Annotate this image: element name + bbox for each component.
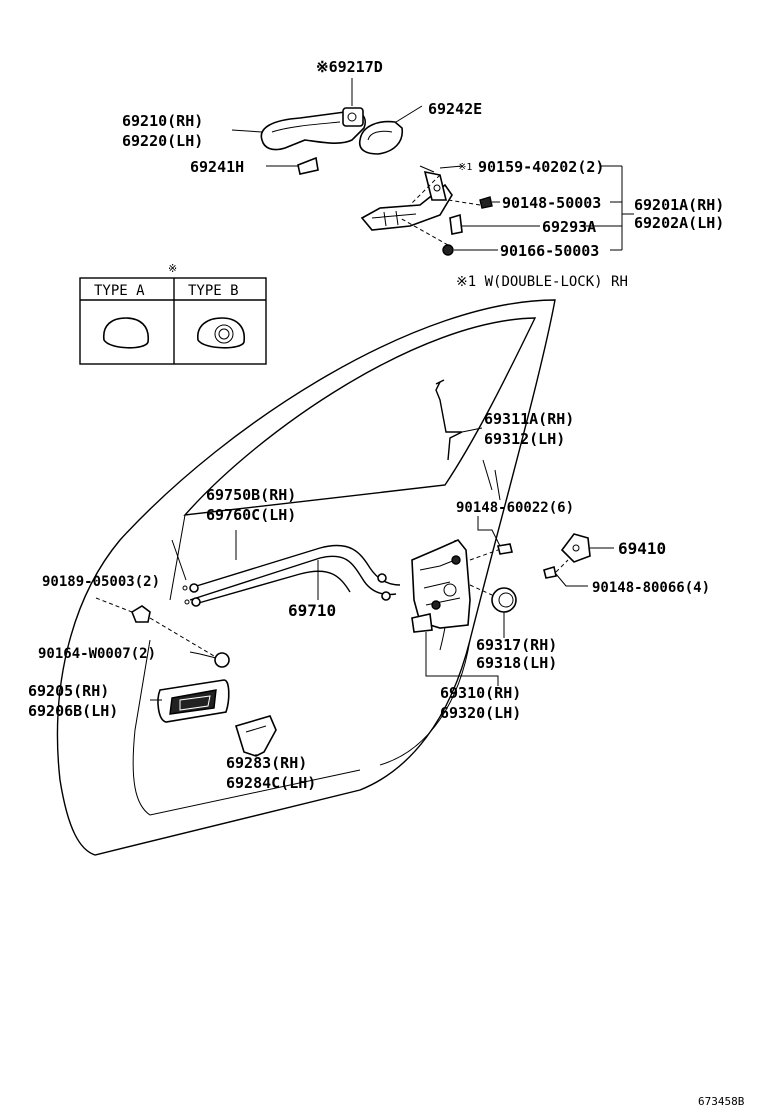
clip-69293A	[449, 213, 463, 235]
diagram-id: 673458B	[698, 1095, 745, 1108]
screw-90148-80066	[543, 565, 557, 579]
label-type-mark: ※	[168, 262, 177, 275]
handle-frame	[360, 170, 453, 231]
label-69205: 69205(RH)	[28, 682, 109, 700]
label-90166: 90166-50003	[500, 242, 599, 260]
label-69750B: 69750B(RH)	[206, 486, 296, 504]
dash-80066	[555, 559, 569, 573]
label-90164: 90164-W0007(2)	[38, 646, 156, 662]
label-69760C: 69760C(LH)	[206, 506, 296, 524]
leader-90159	[439, 165, 463, 169]
label-type-a: TYPE A	[94, 283, 145, 299]
type-a-shape	[102, 317, 150, 349]
label-69320: 69320(LH)	[440, 704, 521, 722]
leader-69242E	[395, 105, 423, 123]
inside-handle-69205	[157, 679, 230, 723]
bracket-69201A	[580, 165, 634, 251]
cables	[182, 544, 401, 607]
door-frame	[56, 299, 556, 856]
screw-90148-60022	[497, 543, 513, 555]
clip-90189	[131, 605, 151, 623]
label-90189: 90189-05003(2)	[42, 574, 160, 590]
dash-90189	[95, 597, 215, 657]
label-double-lock-note: ※1 W(DOUBLE-LOCK) RH	[456, 274, 628, 290]
label-69293A: 69293A	[542, 218, 596, 236]
door-lock	[411, 539, 471, 633]
label-69210: 69210(RH)	[122, 112, 203, 130]
bolt-90159	[419, 165, 435, 173]
label-69220: 69220(LH)	[122, 132, 203, 150]
bolt-90148-50003	[479, 196, 493, 209]
leader-90148-80066	[555, 573, 588, 587]
type-b-shape	[197, 317, 246, 349]
label-type-b: TYPE B	[188, 283, 239, 299]
label-90159-mark: ※1	[458, 162, 472, 173]
label-69312: 69312(LH)	[484, 430, 565, 448]
dash-60022	[469, 549, 499, 561]
lock-rod	[435, 381, 463, 461]
striker-69410	[560, 533, 591, 563]
label-69206B: 69206B(LH)	[28, 702, 118, 720]
handle-pad-69242E	[358, 120, 403, 155]
leader-69310	[425, 632, 499, 686]
label-69410: 69410	[618, 539, 666, 558]
label-69201A: 69201A(RH)	[634, 196, 724, 214]
label-69241H: 69241H	[190, 158, 244, 176]
leader-69210	[231, 129, 263, 133]
hole-plug-69317	[491, 587, 517, 613]
label-69217D: ※69217D	[316, 58, 383, 76]
label-69318: 69318(LH)	[476, 654, 557, 672]
label-69202A: 69202A(LH)	[634, 214, 724, 232]
label-90148-50003: 90148-50003	[502, 194, 601, 212]
label-69710: 69710	[288, 601, 336, 620]
label-90159: 90159-40202(2)	[478, 158, 604, 176]
label-69311A: 69311A(RH)	[484, 410, 574, 428]
bezel-69283	[234, 715, 277, 757]
type-table	[79, 277, 267, 365]
dash-69317	[469, 584, 493, 596]
label-90148-60022: 90148-60022(6)	[456, 500, 574, 516]
bolt-90166	[442, 244, 454, 256]
assembly-dashes	[399, 174, 481, 246]
label-69310: 69310(RH)	[440, 684, 521, 702]
leader-90164	[189, 651, 201, 655]
leader-90148-60022	[477, 516, 501, 547]
label-69284C: 69284C(LH)	[226, 774, 316, 792]
keyhole-icon	[214, 324, 234, 344]
label-69317: 69317(RH)	[476, 636, 557, 654]
screw-90164	[199, 652, 230, 668]
leader-69311A	[461, 427, 483, 433]
label-90148-80066: 90148-80066(4)	[592, 580, 710, 596]
leader-90189	[171, 539, 187, 581]
outside-handle	[260, 107, 366, 151]
label-69242E: 69242E	[428, 100, 482, 118]
cap-69241H	[297, 156, 319, 175]
label-69283: 69283(RH)	[226, 754, 307, 772]
